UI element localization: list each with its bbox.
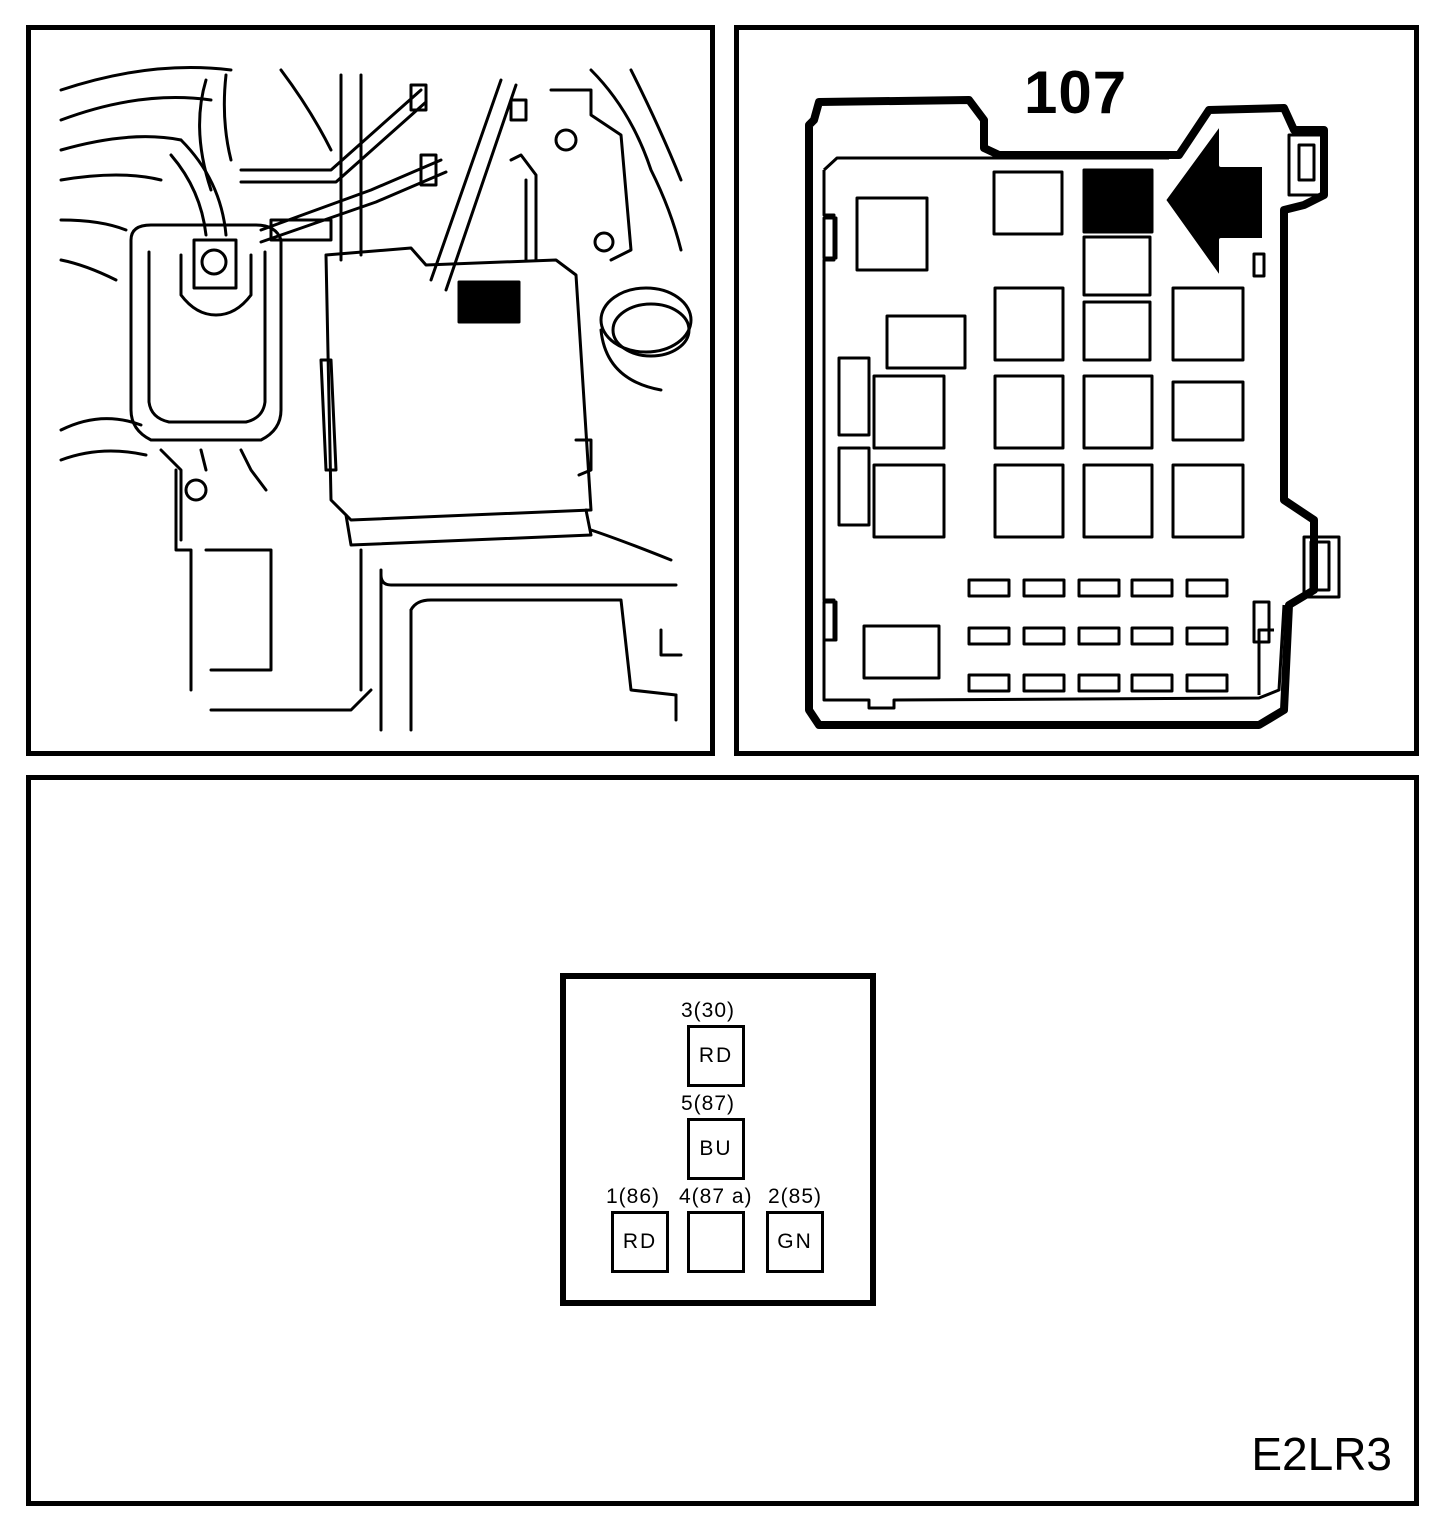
pin-2: GN — [766, 1211, 824, 1273]
pin-5-label: 5(87) — [681, 1092, 736, 1115]
pin-5: BU — [687, 1118, 745, 1180]
engine-bay-panel — [26, 25, 715, 756]
fusebox-layout — [805, 96, 1341, 729]
fusebox-panel: 107 — [734, 25, 1419, 756]
diagram-code: E2LR3 — [1251, 1428, 1392, 1480]
pin-3: RD — [687, 1025, 745, 1087]
engine-bay-illustration — [59, 66, 693, 732]
pin-5-wire-color: BU — [699, 1137, 733, 1160]
pin-2-label: 2(85) — [768, 1185, 823, 1208]
pin-3-label: 3(30) — [681, 999, 736, 1022]
pin-2-wire-color: GN — [777, 1230, 813, 1253]
pin-1-wire-color: RD — [622, 1230, 658, 1253]
relay-box-number: 107 — [1024, 59, 1128, 126]
relay-connector: 3(30) RD 5(87) BU 1(86) RD 4(87 a) 2(85)… — [560, 973, 876, 1306]
pin-1: RD — [611, 1211, 669, 1273]
pin-4-label: 4(87 a) — [679, 1185, 753, 1208]
pin-4 — [687, 1211, 745, 1273]
pin-1-label: 1(86) — [606, 1185, 661, 1208]
pinout-panel: 3(30) RD 5(87) BU 1(86) RD 4(87 a) 2(85)… — [26, 775, 1419, 1506]
pin-3-wire-color: RD — [698, 1044, 734, 1067]
